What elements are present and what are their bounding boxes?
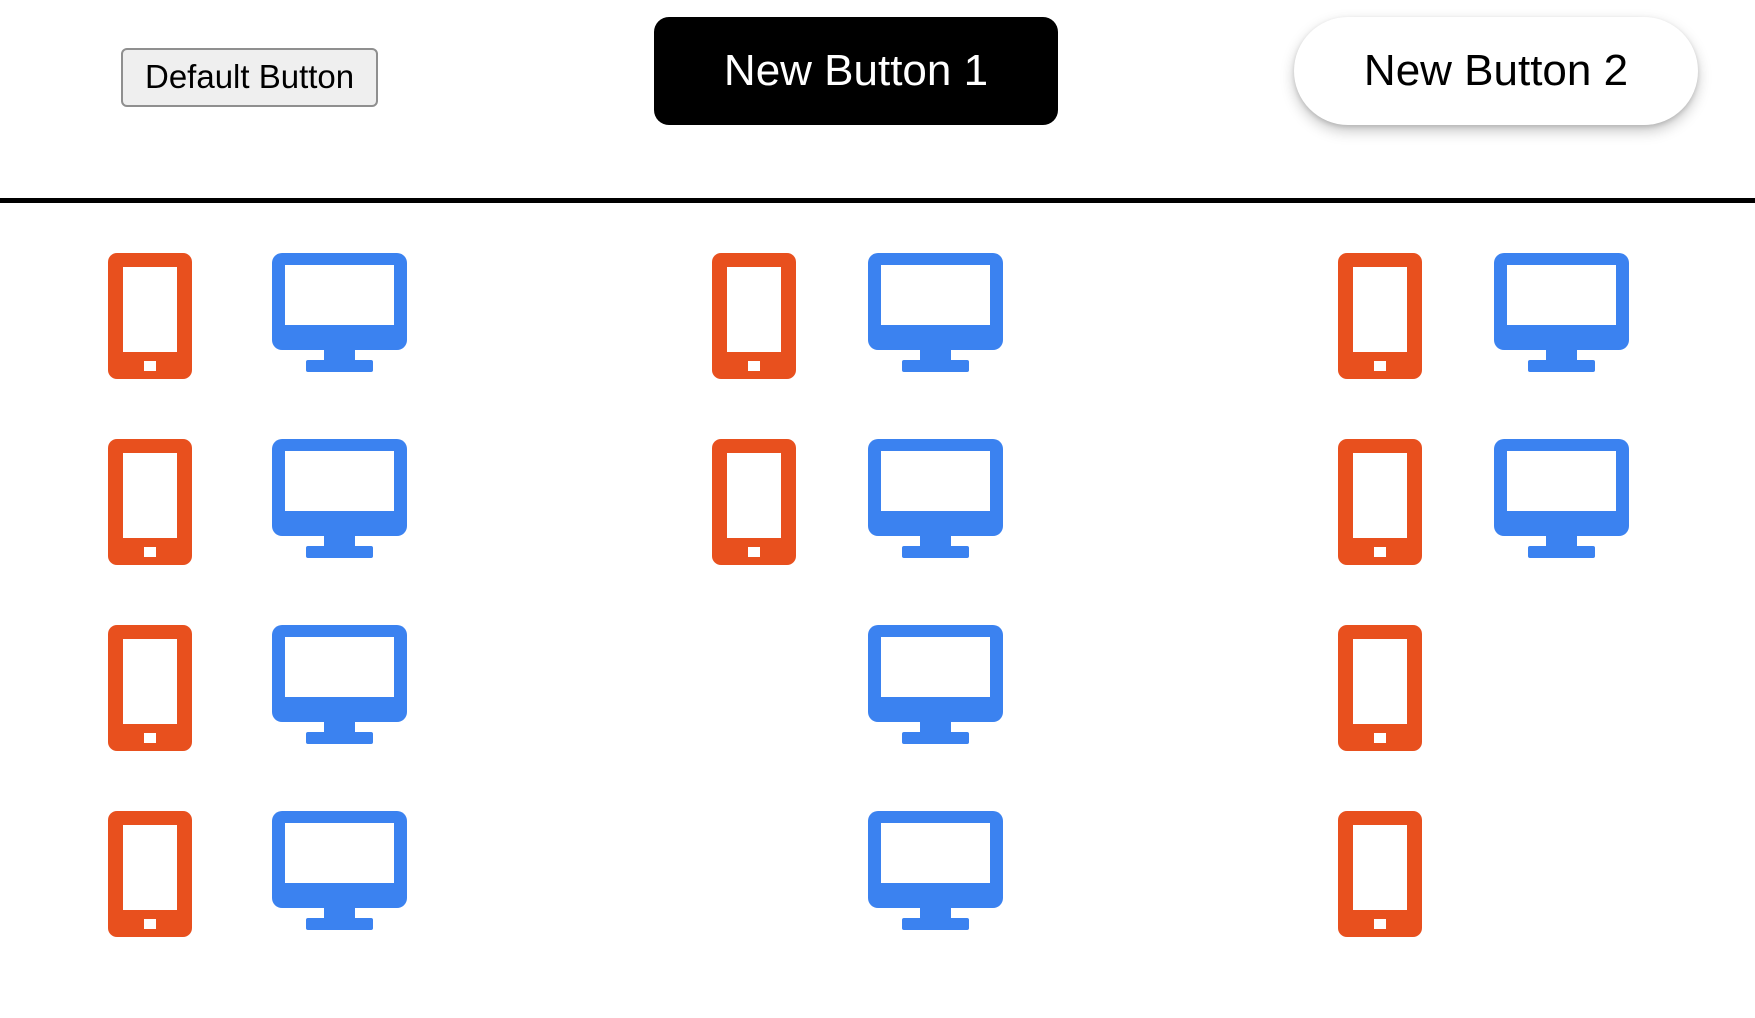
smartphone-glyph xyxy=(108,625,192,751)
smartphone-glyph xyxy=(712,253,796,379)
header-bar: Default Button New Button 1 New Button 2 xyxy=(0,0,1755,198)
monitor-icon[interactable] xyxy=(272,253,407,374)
monitor-icon[interactable] xyxy=(272,625,407,746)
monitor-glyph xyxy=(868,811,1003,930)
new-button-2[interactable]: New Button 2 xyxy=(1294,17,1698,125)
monitor-icon[interactable] xyxy=(1494,439,1629,560)
smartphone-icon[interactable] xyxy=(1338,811,1422,937)
monitor-icon[interactable] xyxy=(272,811,407,932)
smartphone-glyph xyxy=(1338,253,1422,379)
monitor-glyph xyxy=(272,253,407,372)
smartphone-icon[interactable] xyxy=(1338,439,1422,565)
monitor-glyph xyxy=(868,439,1003,558)
monitor-glyph xyxy=(272,439,407,558)
smartphone-glyph xyxy=(108,811,192,937)
monitor-glyph xyxy=(1494,253,1629,372)
device-icon-grid xyxy=(0,203,1755,1018)
smartphone-glyph xyxy=(1338,811,1422,937)
smartphone-icon[interactable] xyxy=(1338,625,1422,751)
monitor-icon[interactable] xyxy=(868,253,1003,374)
monitor-icon[interactable] xyxy=(1494,253,1629,374)
new-button-1[interactable]: New Button 1 xyxy=(654,17,1058,125)
smartphone-glyph xyxy=(1338,439,1422,565)
monitor-icon[interactable] xyxy=(272,439,407,560)
smartphone-icon[interactable] xyxy=(108,253,192,379)
smartphone-icon[interactable] xyxy=(108,439,192,565)
smartphone-glyph xyxy=(108,253,192,379)
monitor-icon[interactable] xyxy=(868,439,1003,560)
smartphone-icon[interactable] xyxy=(108,625,192,751)
monitor-glyph xyxy=(868,253,1003,372)
smartphone-glyph xyxy=(108,439,192,565)
monitor-glyph xyxy=(868,625,1003,744)
horizontal-rule-divider xyxy=(0,198,1755,203)
smartphone-icon[interactable] xyxy=(1338,253,1422,379)
smartphone-icon[interactable] xyxy=(712,253,796,379)
smartphone-icon[interactable] xyxy=(108,811,192,937)
default-button[interactable]: Default Button xyxy=(121,48,379,107)
monitor-glyph xyxy=(272,811,407,930)
smartphone-glyph xyxy=(712,439,796,565)
smartphone-glyph xyxy=(1338,625,1422,751)
monitor-icon[interactable] xyxy=(868,625,1003,746)
monitor-glyph xyxy=(272,625,407,744)
monitor-glyph xyxy=(1494,439,1629,558)
smartphone-icon[interactable] xyxy=(712,439,796,565)
monitor-icon[interactable] xyxy=(868,811,1003,932)
